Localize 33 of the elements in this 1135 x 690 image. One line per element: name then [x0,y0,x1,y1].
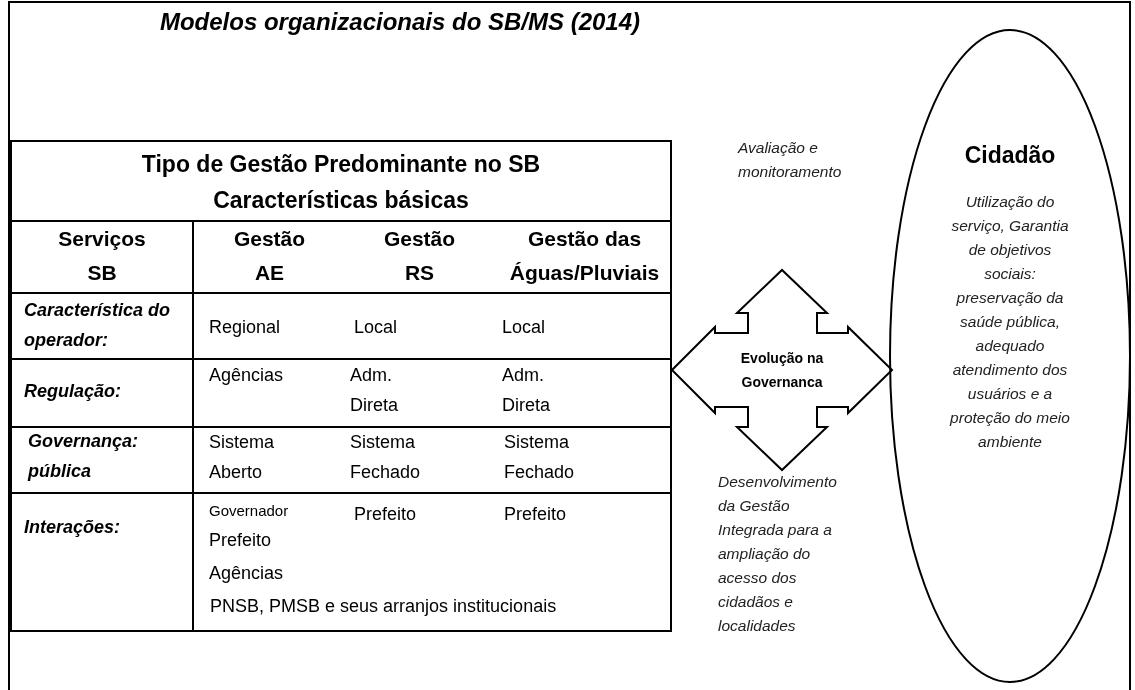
table-cell-text: Agências [209,364,285,387]
edge-label: Evolução na Governanca [739,349,825,392]
column-header: Gestão AE [232,226,307,286]
title: Modelos organizacionais do SB/MS (2014) [158,8,642,36]
table-cell-text: Prefeito [209,529,273,552]
column-header: Gestão RS [382,226,457,286]
table-cell-text: Local [354,316,399,339]
column-header: Gestão das Águas/Pluviais [508,226,661,286]
column-header: Serviços SB [57,226,147,286]
row-header: Interações: [24,516,122,539]
table-cell-text: Sistema Aberto [209,431,276,484]
table-cell-text: Prefeito [504,503,568,526]
table-cell-text: Local [502,316,547,339]
note: Desenvolvimento da Gestão Integrada para a ampliação do acesso dos cidadãos e localidades [718,472,838,636]
table-cell-text: Sistema Fechado [350,431,422,484]
table-heading: Tipo de Gestão Predominante no SB Características básicas [140,150,542,215]
note: Avaliação e monitoramento [738,138,843,182]
row-header: Característica do operador: [24,299,172,352]
ellipse [888,28,1132,684]
table-cell-text: Adm. Direta [502,364,551,417]
ellipse-text: Utilização do serviço, Garantia de objetivos sociais: preservação da saúde pública, adequado atendimento dos usuários e a proteção do meio ambiente [948,192,1071,452]
ellipse-heading: Cidadão [963,142,1057,169]
row-header: Regulação: [24,380,123,403]
table [10,140,672,632]
table-cell-text: Sistema Fechado [504,431,576,484]
table-cell-text: Prefeito [354,503,418,526]
table-cell-text: Regional [209,316,282,339]
table-cell-text: Governador [209,501,290,521]
table-cell-text: Adm. Direta [350,364,399,417]
four-way-arrow [670,268,894,472]
table-cell-text: Agências [209,562,285,585]
table-cell-text: PNSB, PMSB e seus arranjos institucionais [210,595,558,618]
row-header: Governança: pública [28,430,140,483]
